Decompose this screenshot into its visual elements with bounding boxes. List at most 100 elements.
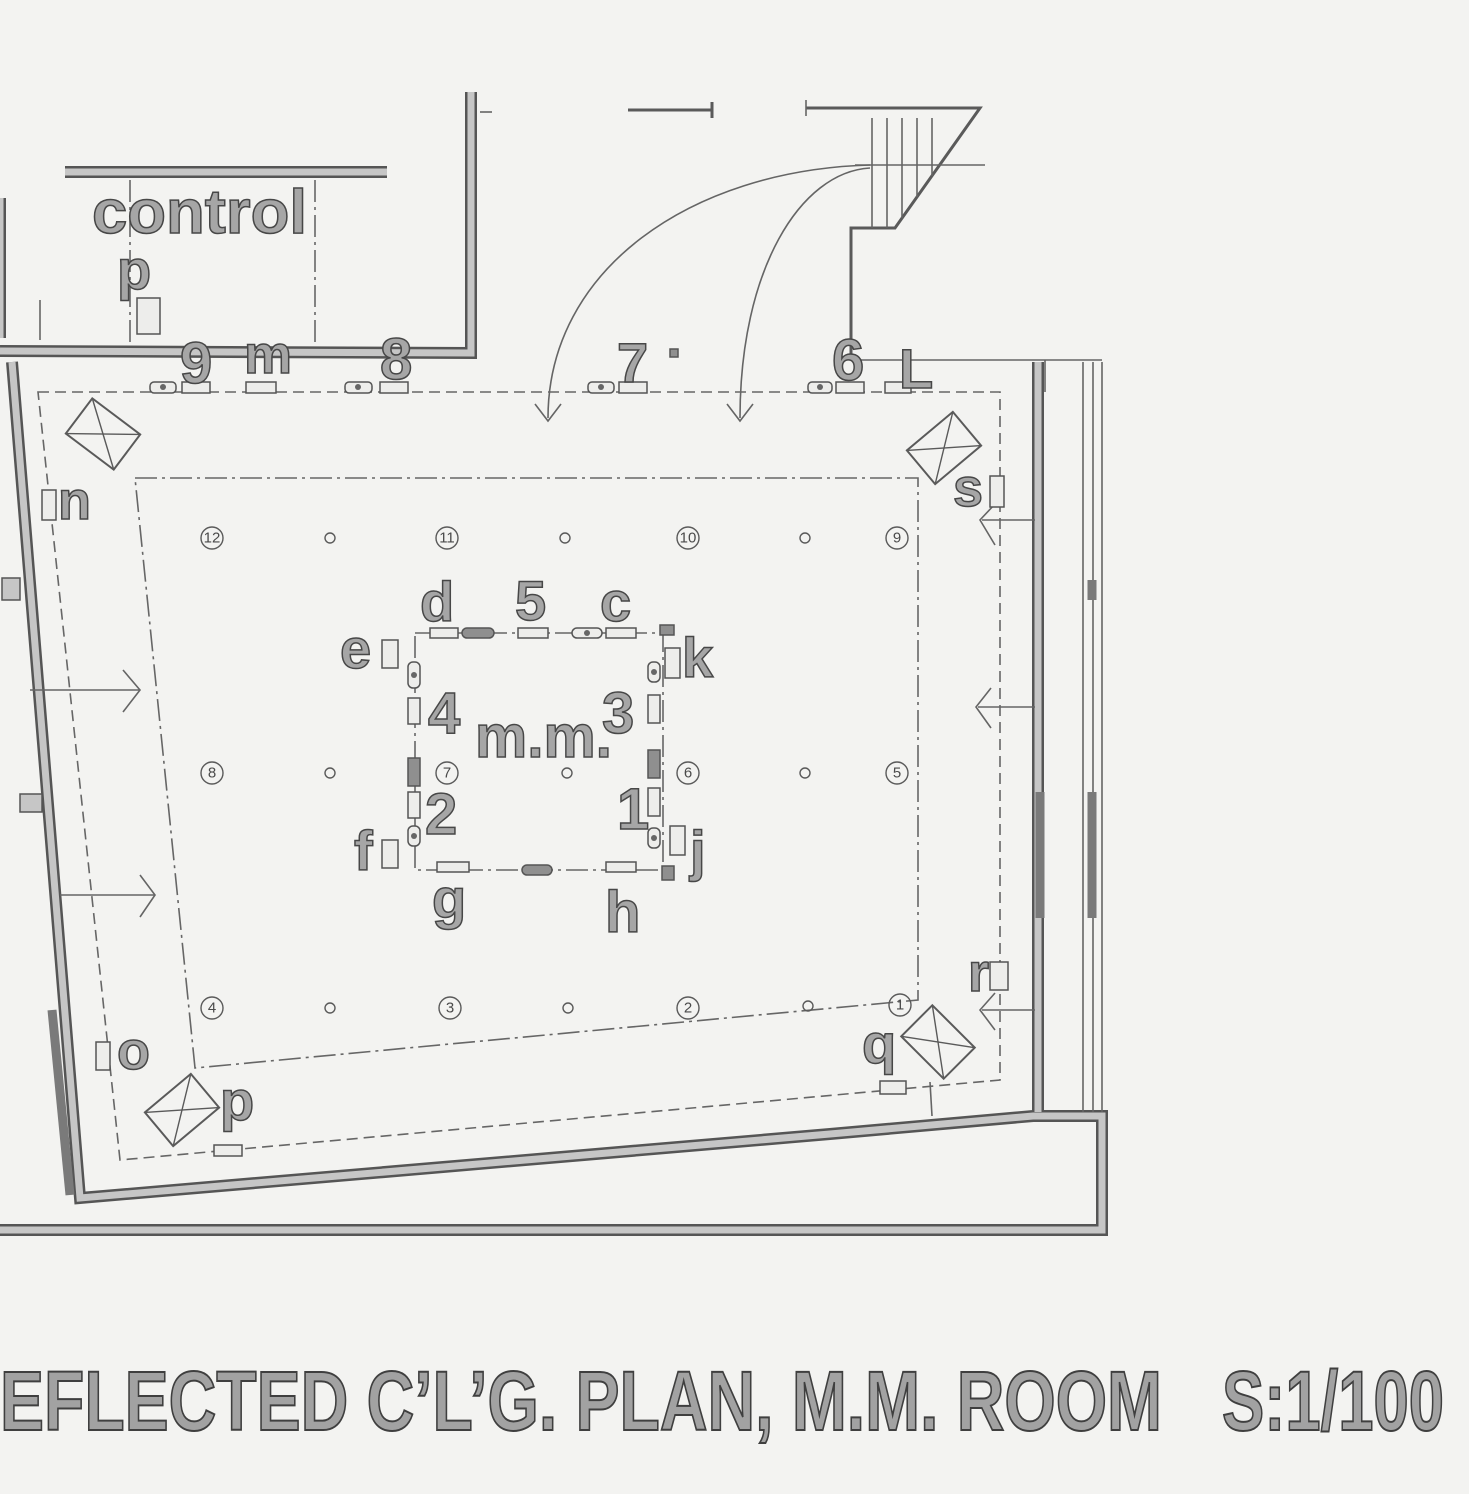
ceiling-light-small — [799, 532, 811, 544]
outlet-label-3: 3 — [602, 681, 634, 746]
truss-fixture — [436, 861, 470, 873]
truss-fixture — [407, 791, 421, 819]
ceiling-light-number: 8 — [208, 765, 216, 782]
projector-icon — [143, 1072, 221, 1148]
fixture-outlet — [884, 381, 912, 394]
outlet-label-8: 8 — [380, 327, 412, 392]
outlet-label-m: m — [244, 325, 292, 385]
title-block: EFLECTED C’L’G. PLAN, M.M. ROOM S:1/100 — [0, 1353, 1445, 1449]
ceiling-light — [885, 526, 909, 550]
outlet-label-n: n — [58, 471, 91, 531]
outlet-label-o: o — [117, 1021, 150, 1081]
doors — [534, 102, 871, 423]
fixture-outlet — [95, 1041, 111, 1071]
ceiling-light-number: 5 — [893, 765, 901, 782]
outlet-label-2: 2 — [425, 782, 457, 847]
outlet-label-r: r — [968, 943, 989, 1003]
fixture-dot — [411, 672, 417, 678]
ceiling-light-number: 3 — [446, 1000, 454, 1017]
arrow-down-icon — [726, 403, 754, 423]
fixture-dot — [817, 384, 823, 390]
ceiling-light-number: 1 — [896, 997, 904, 1014]
fixture-dot — [411, 833, 417, 839]
projectors — [64, 396, 983, 1148]
drawing-title: EFLECTED C’L’G. PLAN, M.M. ROOM — [0, 1354, 1162, 1448]
fixture-dot — [160, 384, 166, 390]
ceiling-light-number: 12 — [204, 530, 221, 547]
outlet-label-g: g — [432, 867, 466, 930]
ceiling-light-small — [324, 532, 336, 544]
ceiling-light — [676, 761, 700, 785]
ceiling-light-small — [561, 767, 573, 779]
outlet-label-e: e — [340, 617, 371, 680]
fixture-dot — [584, 630, 590, 636]
drawing-scale: S:1/100 — [1222, 1354, 1444, 1448]
outlet-label-c: c — [600, 570, 631, 633]
ceiling-light — [200, 996, 224, 1020]
ceiling-edge-dashed — [37, 391, 1001, 1161]
door-swing-arc — [547, 164, 871, 419]
ceiling-light — [438, 996, 462, 1020]
outlet-label-d: d — [420, 570, 454, 633]
fixture-outlet — [379, 381, 409, 394]
fixture-outlet — [835, 381, 865, 394]
fixture-dot — [651, 669, 657, 675]
ceiling-light — [435, 761, 459, 785]
truss-fixture — [605, 627, 637, 639]
outlet-label-h: h — [605, 880, 640, 945]
ceiling-light-number: 2 — [684, 1000, 692, 1017]
control-outlet-box — [136, 297, 161, 335]
ceiling-light — [676, 526, 700, 550]
ceiling-light — [200, 526, 224, 550]
lighting-grid-boundary — [134, 477, 919, 1069]
projector-icon — [899, 1003, 977, 1081]
truss-fixture — [521, 864, 553, 876]
truss-fixture — [407, 757, 421, 787]
left-wall-pier — [19, 793, 43, 813]
outlet-label-7: 7 — [617, 331, 648, 394]
fixture-outlet — [381, 839, 399, 869]
fixture-outlet — [245, 381, 277, 394]
walls — [0, 92, 1102, 1230]
outlet-label-5: 5 — [515, 569, 546, 632]
ceiling-light — [200, 761, 224, 785]
fixture-outlet — [989, 475, 1005, 508]
truss-fixture — [647, 749, 661, 779]
truss-fixture — [647, 694, 661, 724]
ceiling-light — [888, 993, 912, 1017]
ceiling-light — [676, 996, 700, 1020]
window — [850, 359, 1103, 1112]
main-room-label: m.m. — [475, 703, 612, 770]
wall-fixtures — [41, 297, 1009, 1157]
outlet-label-6: 6 — [832, 328, 864, 393]
projector-cable-line — [929, 1081, 933, 1117]
fixture-dot — [651, 835, 657, 841]
projector-icon — [905, 410, 983, 486]
ceiling-light-number: 6 — [684, 765, 692, 782]
projector-icon — [64, 396, 142, 472]
ceiling-light-small — [324, 1002, 336, 1014]
ceiling-light-small — [802, 1000, 814, 1012]
outlet-label-k: k — [682, 626, 714, 689]
truss-fixture — [407, 697, 421, 725]
ceiling-lights: 12 11 10 9 8 7 6 5 4 3 2 1 — [200, 526, 912, 1020]
fixture-marker — [669, 348, 679, 358]
door-swing-arc — [739, 167, 871, 419]
outlet-label-q: q — [862, 1012, 896, 1075]
ceiling-light-small — [562, 1002, 574, 1014]
truss-fixture — [605, 861, 637, 873]
ceiling-light-number: 7 — [443, 765, 451, 782]
fixture-dot — [355, 384, 361, 390]
control-room-label: control — [92, 178, 307, 247]
fixture-dot — [598, 384, 604, 390]
fixture-outlet — [669, 825, 686, 856]
arrow-right-icon-head — [122, 669, 142, 713]
ceiling-light — [885, 761, 909, 785]
truss-fixture — [429, 627, 459, 639]
outlet-label-s: s — [953, 458, 983, 518]
fixture-outlet — [213, 1144, 243, 1157]
arrow-left-icon-head — [974, 687, 992, 729]
fixture-outlet — [618, 381, 648, 394]
fixture-outlet — [664, 647, 681, 679]
